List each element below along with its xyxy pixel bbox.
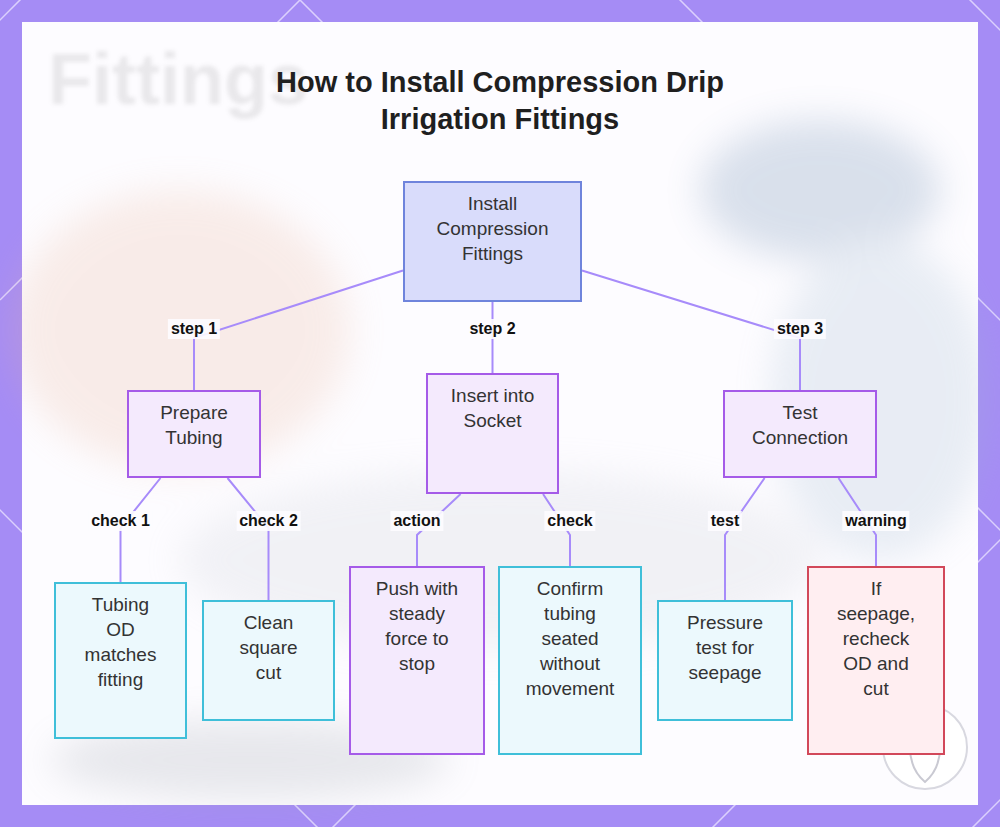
process-box: Insert into Socket	[426, 373, 559, 494]
connector-line	[725, 478, 765, 600]
warning-box: If seepage, recheck OD and cut	[807, 566, 945, 755]
process-box: Prepare Tubing	[127, 390, 261, 478]
faded-photo	[10, 120, 990, 800]
edge-label: check	[544, 511, 595, 531]
process-box: Test Connection	[723, 390, 877, 478]
process-box: Pressure test for seepage	[657, 600, 793, 721]
panel	[22, 22, 978, 805]
process-box: Confirm tubing seated without movement	[498, 566, 642, 755]
node-label: Clean square cut	[226, 610, 311, 685]
node-label: Insert into Socket	[450, 383, 535, 433]
connector-line	[194, 271, 403, 390]
edge-label: step 1	[168, 319, 220, 339]
edge-label: check 1	[88, 511, 153, 531]
diagram-title: How to Install Compression Drip Irrigati…	[250, 64, 750, 138]
edge-label: test	[708, 511, 742, 531]
process-box: Install Compression Fittings	[403, 181, 582, 302]
edge-label: step 3	[774, 319, 826, 339]
edge-label: action	[390, 511, 443, 531]
node-label: Install Compression Fittings	[427, 191, 558, 266]
process-box: Clean square cut	[202, 600, 335, 721]
node-label: Confirm tubing seated without movement	[522, 576, 618, 701]
process-box: Tubing OD matches fitting	[54, 582, 187, 739]
edge-label: check 2	[236, 511, 301, 531]
watermark-text: Fittings	[48, 38, 308, 120]
node-label: Pressure test for seepage	[681, 610, 769, 685]
node-label: Tubing OD matches fitting	[78, 592, 163, 692]
node-label: Push with steady force to stop	[373, 576, 461, 676]
connector-line	[582, 271, 800, 390]
edge-label: step 2	[466, 319, 518, 339]
process-box: Push with steady force to stop	[349, 566, 485, 755]
connector-line	[228, 478, 269, 600]
node-label: Test Connection	[747, 400, 853, 450]
node-label: If seepage, recheck OD and cut	[831, 576, 921, 701]
node-label: Prepare Tubing	[151, 400, 237, 450]
edge-label: warning	[842, 511, 909, 531]
